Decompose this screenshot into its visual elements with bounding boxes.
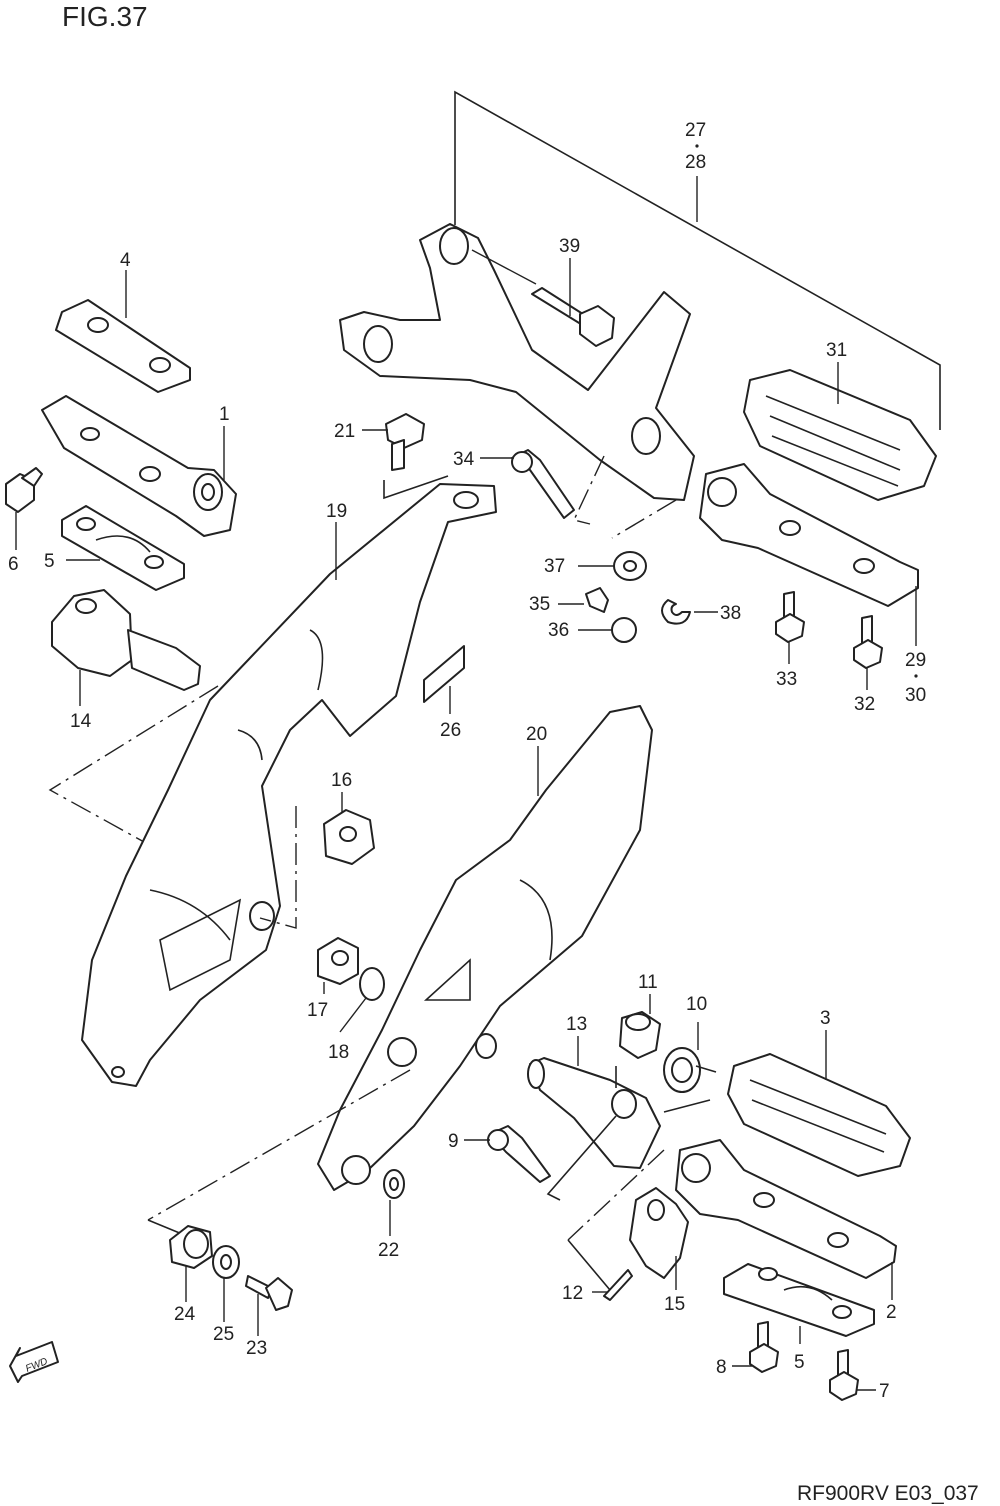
callout-29: 29 (905, 650, 926, 671)
part-23-bolt (245, 1275, 293, 1311)
callout-34: 34 (453, 449, 475, 470)
callout-28: 28 (685, 152, 706, 173)
callout-8: 8 (716, 1357, 727, 1378)
part-29-30-footrest (699, 463, 919, 607)
part-12-cotter-pin (603, 1269, 633, 1301)
callout-labels: 4 1 6 5 14 19 21 34 26 27 28 39 31 37 35… (8, 120, 926, 1402)
part-5-plate-upper (61, 505, 185, 591)
callout-32: 32 (854, 694, 875, 715)
callout-20: 20 (526, 724, 547, 745)
callout-37: 37 (544, 556, 565, 577)
callout-4: 4 (120, 250, 131, 271)
part-39-bolt (531, 287, 615, 347)
part-24-collar (169, 1225, 213, 1269)
part-17-nut (317, 937, 359, 985)
part-7-bolt (829, 1349, 859, 1401)
callout-22: 22 (378, 1240, 399, 1261)
callout-5-lower: 5 (794, 1352, 805, 1373)
part-38-clip (661, 599, 691, 625)
part-5-plate-lower (723, 1263, 875, 1337)
callout-14: 14 (70, 711, 92, 732)
part-1-footrest (41, 395, 237, 537)
part-6-bolt (5, 467, 43, 513)
assembly-bracket-27-28 (454, 90, 941, 430)
part-35-spring (585, 587, 609, 613)
part-21-bolt (385, 413, 425, 471)
callout-26: 26 (440, 720, 461, 741)
callout-17: 17 (307, 1000, 328, 1021)
callout-23: 23 (246, 1338, 267, 1359)
part-16-nut (323, 809, 375, 865)
callout-18: 18 (328, 1042, 349, 1063)
callout-30: 30 (905, 685, 926, 706)
part-13-pivot (527, 1057, 661, 1169)
part-34-pin (511, 449, 575, 519)
part-33-bolt (775, 591, 805, 643)
callout-15: 15 (664, 1294, 685, 1315)
part-10-spring (663, 1047, 717, 1093)
part-14-pivot (51, 589, 201, 691)
diagram-code: RF900RV E03_037 (797, 1482, 979, 1505)
part-2-footrest (675, 1139, 897, 1279)
callout-10: 10 (686, 994, 707, 1015)
callout-35: 35 (529, 594, 550, 615)
callout-25: 25 (213, 1324, 234, 1345)
callout-9: 9 (448, 1131, 459, 1152)
part-19-bracket (81, 483, 497, 1087)
callout-11: 11 (638, 972, 658, 993)
part-20-bracket (317, 705, 653, 1191)
callout-27: 27 (685, 120, 706, 141)
callout-1: 1 (219, 404, 230, 425)
part-15-bracket (629, 1187, 689, 1279)
part-36-ball (611, 617, 637, 643)
part-8-bolt (749, 1321, 779, 1373)
part-26-label (423, 645, 465, 703)
callout-2: 2 (886, 1302, 897, 1323)
callout-13: 13 (566, 1014, 587, 1035)
part-25-washer (212, 1245, 240, 1279)
callout-21: 21 (334, 421, 355, 442)
callout-33: 33 (776, 669, 797, 690)
callout-3: 3 (820, 1008, 831, 1029)
callout-39: 39 (559, 236, 580, 257)
callout-38: 38 (720, 603, 741, 624)
callout-5-upper: 5 (44, 551, 55, 572)
part-37-washer (613, 551, 647, 581)
callout-19: 19 (326, 501, 347, 522)
callout-24: 24 (174, 1304, 196, 1325)
callout-7: 7 (879, 1381, 890, 1402)
part-27-28-bracket (339, 223, 695, 501)
callout-6: 6 (8, 554, 19, 575)
callout-31: 31 (826, 340, 847, 361)
part-11-bush (619, 1011, 661, 1059)
part-22-washer (383, 1169, 405, 1199)
figure-label: FIG.37 (62, 1, 148, 32)
part-18-washer (359, 967, 385, 1001)
part-3-rubber (727, 1053, 911, 1177)
part-32-bolt (853, 615, 883, 669)
fwd-arrow-icon: FWD (9, 1341, 59, 1383)
callout-36: 36 (548, 620, 569, 641)
part-9-pin (487, 1125, 551, 1183)
callout-16: 16 (331, 770, 352, 791)
part-31-rubber (743, 369, 937, 501)
callout-12: 12 (562, 1283, 583, 1304)
part-4-rubber-plate (55, 299, 191, 393)
